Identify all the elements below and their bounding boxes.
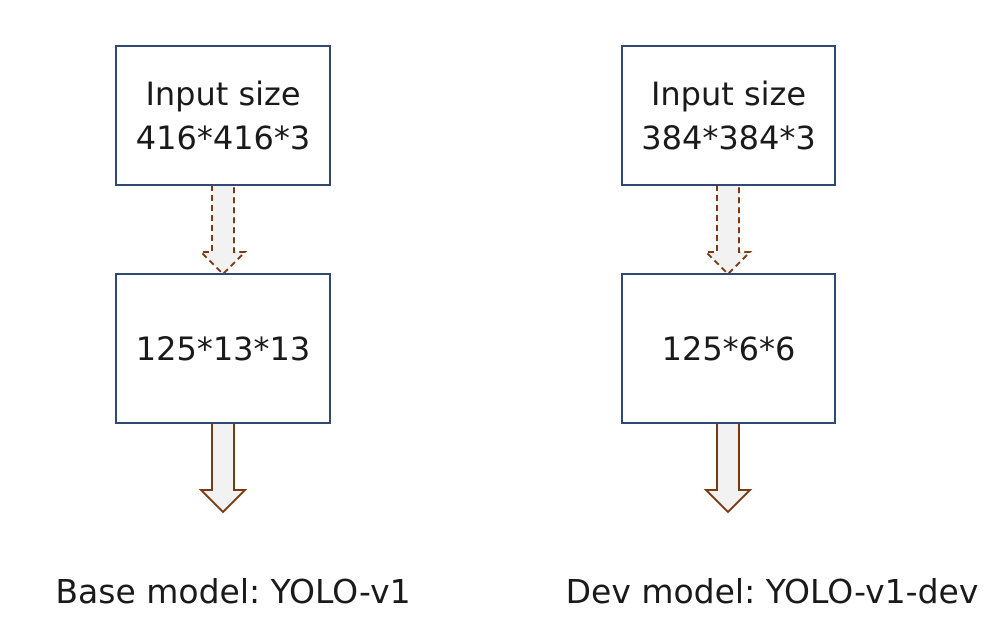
input-size-label: Input size (145, 74, 301, 113)
output-size-value: 125*6*6 (661, 329, 796, 368)
output-size-box-dev: 125*6*6 (621, 273, 836, 424)
input-size-box-base: Input size 416*416*3 (115, 45, 331, 186)
input-size-value: 384*384*3 (641, 118, 816, 157)
solid-arrow-dev (703, 422, 753, 514)
input-size-value: 416*416*3 (135, 118, 311, 157)
dashed-arrow-dev (703, 184, 753, 276)
dashed-arrow-base (198, 184, 248, 276)
output-size-value: 125*13*13 (135, 329, 311, 368)
solid-arrow-base (198, 422, 248, 514)
base-model-caption: Base model: YOLO-v1 (55, 572, 411, 611)
dev-model-caption: Dev model: YOLO-v1-dev (565, 572, 979, 611)
input-size-label: Input size (650, 74, 807, 113)
output-size-box-base: 125*13*13 (115, 273, 331, 424)
input-size-box-dev: Input size 384*384*3 (621, 45, 836, 186)
